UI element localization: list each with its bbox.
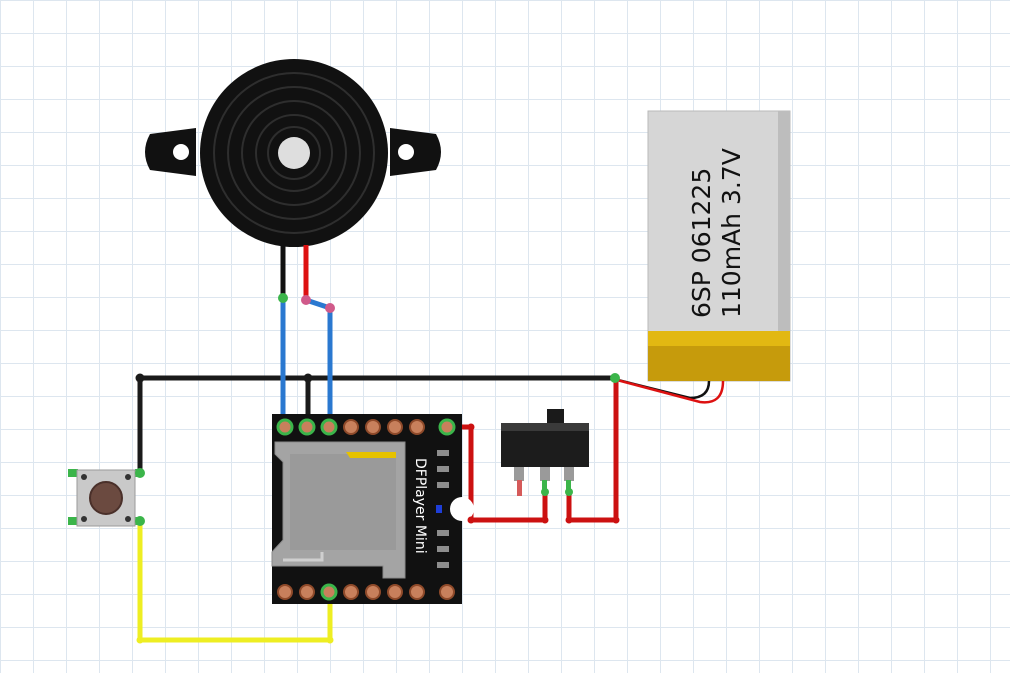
buzzer-mount-hole-right: [398, 144, 414, 160]
board-notch: [450, 497, 474, 521]
wire-bend: [612, 516, 620, 524]
buzzer-ring: [227, 86, 361, 220]
sd-card-spring: [283, 552, 324, 562]
button-leg: [68, 517, 78, 525]
pin-pad[interactable]: [438, 418, 456, 436]
sd-card-inner: [290, 454, 396, 550]
button-corner-dot: [125, 474, 131, 480]
wire-bend: [326, 636, 334, 644]
wire-bend: [565, 516, 573, 524]
switch-pin: [540, 467, 550, 481]
buzzer-center-hole: [278, 137, 310, 169]
top-header-pins: [276, 418, 456, 436]
battery-label-line2: 110mAh 3.7V: [717, 148, 746, 318]
piezo-buzzer: [145, 59, 441, 298]
pin-pad[interactable]: [277, 584, 293, 600]
smd-component: [437, 482, 449, 488]
pin-pad[interactable]: [387, 584, 403, 600]
buzzer-ring: [255, 114, 333, 192]
push-button: [68, 469, 143, 527]
pin-pad[interactable]: [387, 419, 403, 435]
wire-endpoint: [565, 488, 573, 496]
buzzer-ring: [241, 100, 347, 206]
wire-junction: [303, 373, 313, 383]
wire-bend: [467, 516, 475, 524]
wire-endpoint: [278, 293, 288, 303]
wire-bend: [541, 516, 549, 524]
battery-lead-red: [616, 378, 725, 404]
lipo-battery: 6SP 061225 110mAh 3.7V: [616, 110, 791, 404]
battery-edge-shade: [778, 111, 790, 333]
smd-component: [437, 450, 449, 456]
switch-pin-leg: [542, 480, 547, 492]
smd-component: [437, 530, 449, 536]
board-label: DFPlayer Mini: [412, 458, 428, 554]
wire-endpoint: [301, 295, 311, 305]
pin-pad[interactable]: [409, 584, 425, 600]
button-cap[interactable]: [89, 481, 123, 515]
pin-pad[interactable]: [439, 584, 455, 600]
status-led: [436, 505, 442, 513]
switch-pin: [564, 467, 574, 481]
dfplayer-mini-board: DFPlayer Mini: [271, 414, 474, 604]
pin-pad[interactable]: [409, 419, 425, 435]
pin-pad[interactable]: [299, 584, 315, 600]
smd-component: [437, 546, 449, 552]
button-corner-dot: [125, 516, 131, 522]
wire-endpoint: [135, 516, 145, 526]
wire-red-battery[interactable]: [566, 375, 619, 523]
wire-yellow-button[interactable]: [137, 518, 333, 643]
wire-endpoint: [541, 488, 549, 496]
pin-pad[interactable]: [343, 584, 359, 600]
battery-label-line1: 6SP 061225: [687, 168, 716, 318]
pin-pad[interactable]: [365, 419, 381, 435]
wire-endpoint: [135, 468, 145, 478]
bottom-header-pins: [277, 583, 455, 601]
switch-knob[interactable]: [547, 409, 564, 427]
buzzer-ring: [267, 126, 321, 180]
button-corner-dot: [81, 474, 87, 480]
wire-junction: [135, 373, 145, 383]
wire-endpoint: [325, 303, 335, 313]
smd-component: [437, 562, 449, 568]
button-corner-dot: [81, 516, 87, 522]
switch-pin-leg: [517, 480, 522, 496]
wire-bend: [467, 423, 475, 431]
smd-component: [437, 466, 449, 472]
pin-pad[interactable]: [276, 418, 294, 436]
battery-lead-black: [617, 378, 711, 400]
buzzer-mount-flange: [145, 128, 441, 176]
pin-pad[interactable]: [343, 419, 359, 435]
buzzer-mount-hole-left: [173, 144, 189, 160]
wire-bend: [136, 636, 144, 644]
wire-endpoint: [610, 373, 620, 383]
connection-nodes: [135, 293, 620, 644]
slide-switch: [501, 409, 589, 496]
pin-pad[interactable]: [320, 583, 338, 601]
sd-card-clip: [346, 452, 396, 458]
switch-body-highlight: [501, 423, 589, 431]
pin-pad[interactable]: [320, 418, 338, 436]
battery-band-shade: [648, 346, 790, 381]
switch-pin: [514, 467, 524, 481]
pin-pad[interactable]: [298, 418, 316, 436]
pin-pad[interactable]: [365, 584, 381, 600]
button-leg: [68, 469, 78, 477]
buzzer-ring: [213, 72, 375, 234]
switch-pin-leg: [566, 480, 571, 492]
